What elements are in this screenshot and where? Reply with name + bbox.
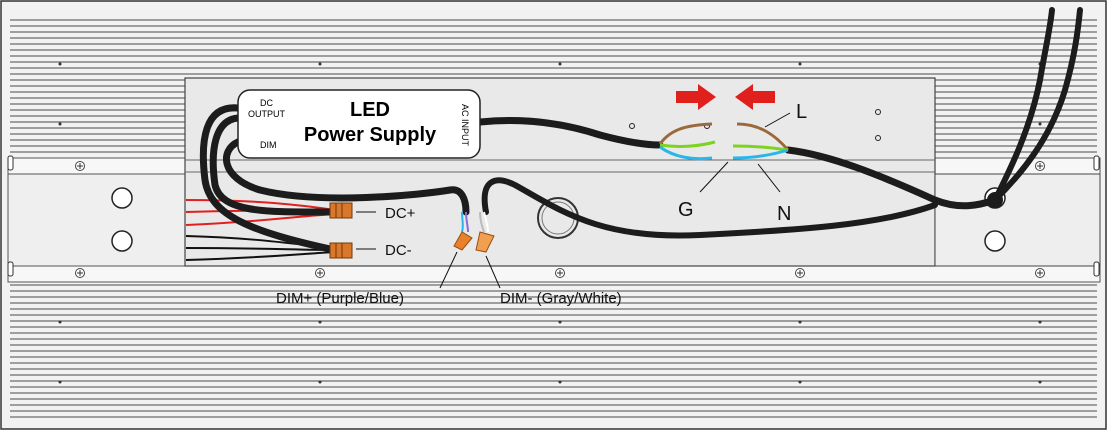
- dc-minus-connector: [329, 242, 353, 259]
- fin-rivet: [58, 122, 62, 126]
- fin-rivet: [798, 62, 802, 66]
- screw-slot: [77, 163, 83, 169]
- cables: [199, 7, 1083, 254]
- screw-slot: [77, 270, 83, 276]
- dim-plus-label: DIM+ (Purple/Blue): [276, 290, 404, 307]
- screw-slot: [797, 270, 803, 276]
- dc-connectors: [329, 202, 353, 259]
- dc-output-label-line2: OUTPUT: [248, 109, 286, 119]
- dim-plus-wire-nut: [453, 231, 473, 251]
- fin-rivet: [798, 380, 802, 384]
- dc-minus-label: DC-: [385, 242, 412, 259]
- psu-title-line1: LED: [350, 99, 390, 121]
- screw-slot: [1037, 270, 1043, 276]
- fin-rivet: [318, 380, 322, 384]
- fin-rivet: [58, 62, 62, 66]
- dc-output-label-line1: DC: [260, 98, 273, 108]
- leader-lines: [356, 112, 791, 289]
- dc-plus-label: DC+: [385, 205, 416, 222]
- dim-minus-wire-nut: [475, 231, 495, 253]
- ground-label: G: [678, 199, 694, 221]
- dim-minus-label: DIM- (Gray/White): [500, 290, 622, 307]
- fin-rivet: [58, 320, 62, 324]
- side-slots: [7, 155, 1100, 277]
- fin-rivet: [58, 380, 62, 384]
- fin-rivet: [558, 380, 562, 384]
- fin-rivet: [1038, 320, 1042, 324]
- screw-slot: [1037, 163, 1043, 169]
- ac-input-label: AC INPUT: [460, 104, 470, 147]
- fin-rivet: [318, 320, 322, 324]
- live-label: L: [796, 101, 807, 123]
- fin-rivet: [558, 62, 562, 66]
- fin-rivet: [1038, 380, 1042, 384]
- psu-title-line2: Power Supply: [304, 124, 437, 146]
- ac-wires: [658, 122, 790, 161]
- screw-icon: [75, 161, 1045, 278]
- fin-rivet: [798, 320, 802, 324]
- fin-rivet: [558, 320, 562, 324]
- neutral-label: N: [777, 203, 791, 225]
- red-arrow-icon: [676, 84, 775, 110]
- screw-slot: [557, 270, 563, 276]
- dim-port-label: DIM: [260, 140, 277, 150]
- dim-wires: [453, 211, 495, 253]
- dc-plus-connector: [329, 202, 353, 219]
- fin-rivet: [318, 62, 322, 66]
- power-supply: DC OUTPUT DIM LED Power Supply AC INPUT: [237, 89, 481, 159]
- screw-slot: [317, 270, 323, 276]
- fin-rivet: [1038, 122, 1042, 126]
- bottom-heatsink: [10, 284, 1097, 418]
